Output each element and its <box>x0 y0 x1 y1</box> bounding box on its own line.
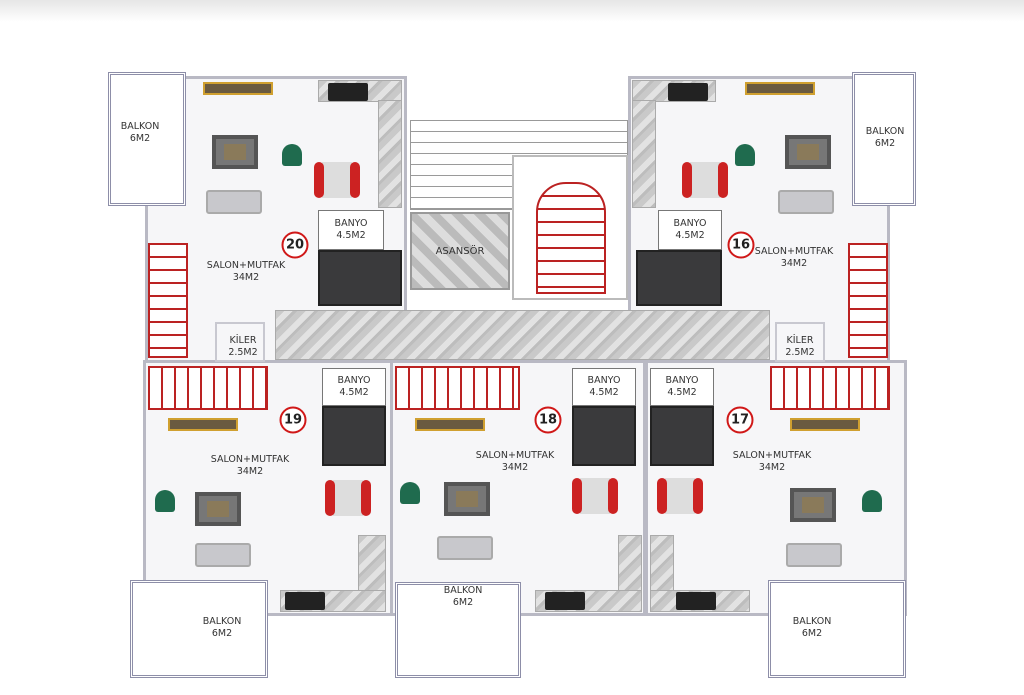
dining-table-icon <box>314 162 360 198</box>
sink-icon <box>545 592 585 610</box>
sink-icon <box>668 83 708 101</box>
unit-stairs <box>770 366 890 410</box>
armchair-icon <box>735 144 755 166</box>
rug-icon <box>195 492 241 526</box>
sofa-icon <box>206 190 262 214</box>
sink-icon <box>285 592 325 610</box>
sink-icon <box>676 592 716 610</box>
bathroom-18 <box>572 406 636 466</box>
sink-icon <box>328 83 368 101</box>
bath-label-box <box>572 368 636 406</box>
tv-unit-icon <box>203 82 273 95</box>
bath-label-box <box>322 368 386 406</box>
unit-number-badge: 16 <box>727 231 755 259</box>
balcony-20 <box>108 72 186 206</box>
balcony-18 <box>395 582 521 678</box>
armchair-icon <box>282 144 302 166</box>
unit-stairs <box>395 366 520 410</box>
bathroom-19 <box>322 406 386 466</box>
rug-icon <box>785 135 831 169</box>
bathroom-17 <box>650 406 714 466</box>
elevator-label: ASANSÖR <box>435 246 485 257</box>
rug-icon <box>790 488 836 522</box>
dining-table-icon <box>572 478 618 514</box>
unit-stairs <box>148 366 268 410</box>
bath-label-box <box>650 368 714 406</box>
armchair-icon <box>400 482 420 504</box>
sofa-icon <box>195 543 251 567</box>
bathroom-20 <box>318 250 402 306</box>
tv-unit-icon <box>415 418 485 431</box>
armchair-icon <box>862 490 882 512</box>
balcony-16 <box>852 72 916 206</box>
balcony-19 <box>130 580 268 678</box>
pantry-20 <box>215 322 265 362</box>
bathroom-16 <box>636 250 722 306</box>
top-band <box>0 0 1024 22</box>
rug-icon <box>444 482 490 516</box>
sofa-icon <box>437 536 493 560</box>
tv-unit-icon <box>790 418 860 431</box>
elevator <box>410 212 510 290</box>
corridor <box>275 310 770 360</box>
stairwell <box>512 155 628 300</box>
unit-stairs <box>848 243 888 358</box>
tv-unit-icon <box>168 418 238 431</box>
tv-unit-icon <box>745 82 815 95</box>
sofa-icon <box>778 190 834 214</box>
unit-number-badge: 18 <box>534 406 562 434</box>
sofa-icon <box>786 543 842 567</box>
bath-label-box <box>318 210 384 250</box>
unit-number-badge: 19 <box>279 406 307 434</box>
dining-table-icon <box>657 478 703 514</box>
rug-icon <box>212 135 258 169</box>
dining-table-icon <box>682 162 728 198</box>
pantry-16 <box>775 322 825 362</box>
balcony-17 <box>768 580 906 678</box>
unit-number-badge: 17 <box>726 406 754 434</box>
counter <box>632 100 656 208</box>
counter <box>378 100 402 208</box>
unit-stairs <box>148 243 188 358</box>
dining-table-icon <box>325 480 371 516</box>
armchair-icon <box>155 490 175 512</box>
bath-label-box <box>658 210 722 250</box>
unit-number-badge: 20 <box>281 231 309 259</box>
